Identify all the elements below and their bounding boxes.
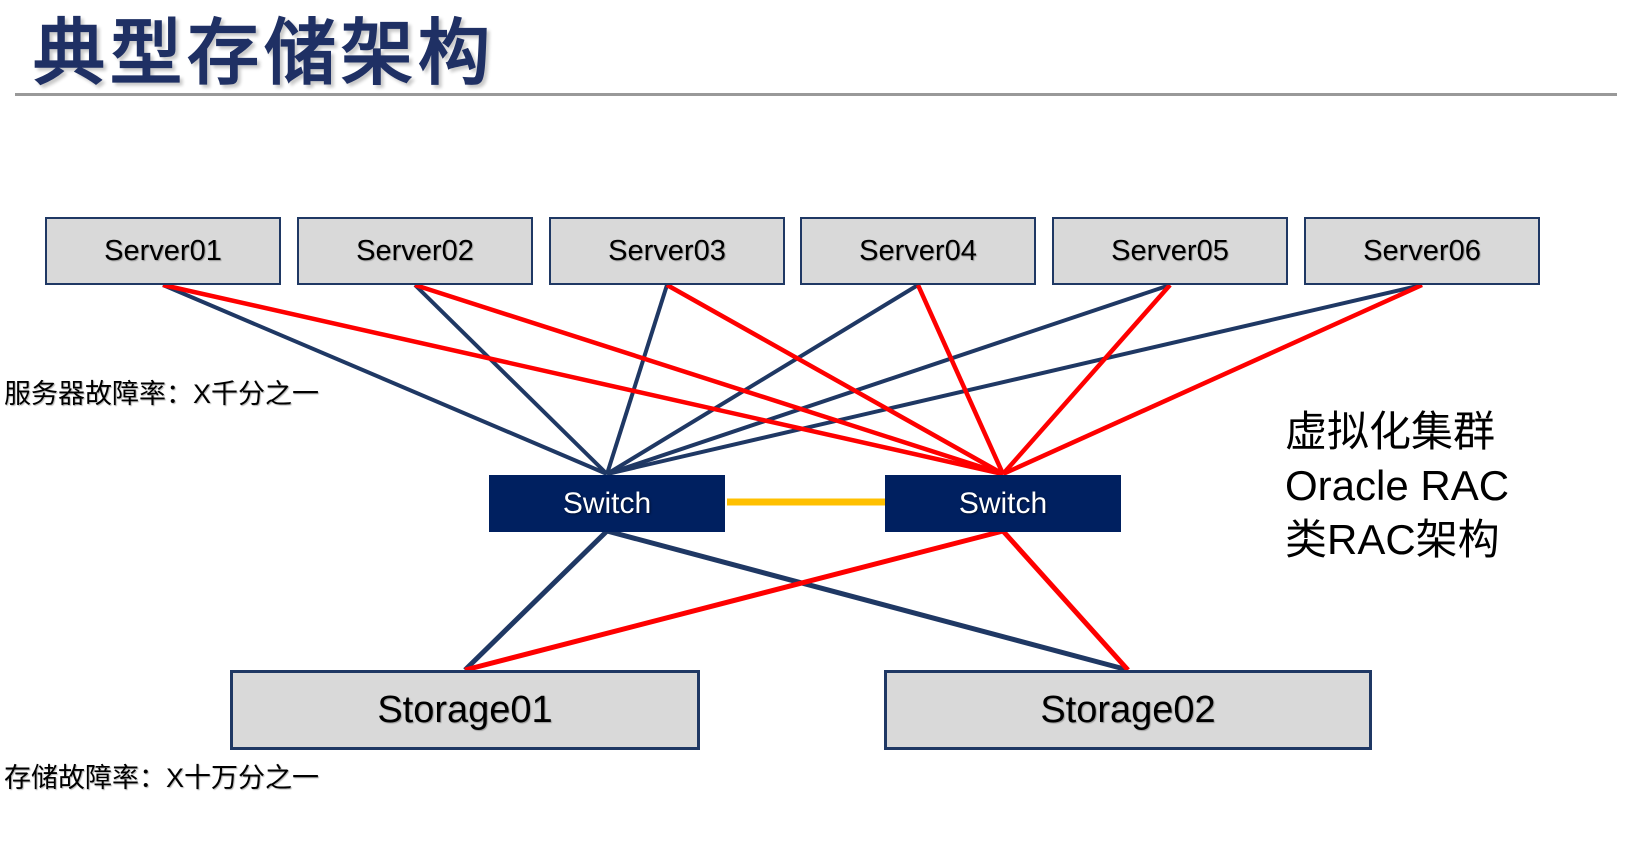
- server04-node: Server04: [800, 217, 1036, 285]
- page-title: 典型存储架构: [33, 14, 496, 94]
- server05-node: Server05: [1052, 217, 1288, 285]
- link-server01-switch-a: [162, 283, 608, 476]
- link-server04-switch-b: [915, 284, 1006, 475]
- link-switch-b-storage02: [1001, 529, 1130, 672]
- link-server01-switch-b: [162, 282, 1004, 477]
- server02-node: Server02: [297, 217, 533, 285]
- server06-node: Server06: [1304, 217, 1540, 285]
- link-switch-a-storage02: [606, 528, 1129, 673]
- switch-b-label: Switch: [958, 486, 1048, 520]
- link-server06-switch-b: [1002, 282, 1423, 477]
- storage-failure-rate-label: 存储故障率：X十万分之一: [4, 763, 320, 793]
- annotation-line-3: 类RAC架构: [1285, 516, 1500, 563]
- server03-label: Server03: [608, 234, 726, 267]
- cluster-annotation: 虚拟化集群 Oracle RAC 类RAC架构: [1285, 405, 1509, 567]
- server-failure-rate-label: 服务器故障率：X千分之一: [4, 379, 320, 409]
- link-server02-switch-b: [414, 282, 1004, 477]
- link-server05-switch-a: [606, 283, 1171, 476]
- link-server03-switch-a: [605, 284, 669, 475]
- link-switch-b-storage01: [464, 528, 1004, 673]
- annotation-line-2: Oracle RAC: [1285, 462, 1510, 509]
- switch-a-label: Switch: [562, 486, 652, 520]
- server02-label: Server02: [356, 234, 474, 267]
- server06-label: Server06: [1363, 234, 1481, 267]
- link-server06-switch-a: [606, 283, 1423, 476]
- server01-label: Server01: [104, 234, 222, 267]
- annotation-line-1: 虚拟化集群: [1285, 408, 1496, 455]
- server01-node: Server01: [45, 217, 281, 285]
- link-server02-switch-a: [413, 283, 609, 476]
- server04-label: Server04: [859, 234, 977, 267]
- switch-a-node: Switch: [489, 475, 725, 532]
- storage01-label: Storage01: [377, 688, 553, 731]
- title-divider: [15, 93, 1617, 96]
- storage01-node: Storage01: [230, 670, 700, 750]
- storage02-node: Storage02: [884, 670, 1372, 750]
- link-server05-switch-b: [1001, 283, 1172, 476]
- link-switch-a-storage01: [463, 529, 609, 672]
- link-server04-switch-a: [605, 283, 920, 476]
- server05-label: Server05: [1111, 234, 1229, 267]
- storage02-label: Storage02: [1040, 688, 1216, 731]
- server03-node: Server03: [549, 217, 785, 285]
- switch-b-node: Switch: [885, 475, 1121, 532]
- link-server03-switch-b: [665, 283, 1005, 476]
